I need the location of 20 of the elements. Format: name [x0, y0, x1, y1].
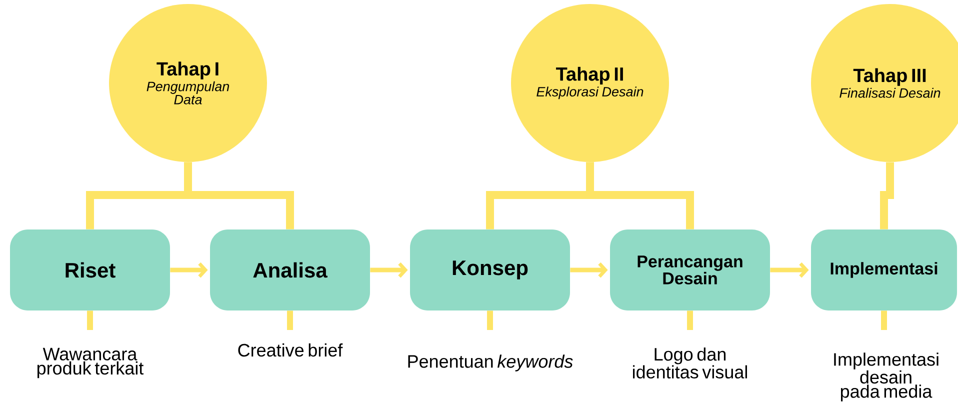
arrow: [370, 262, 408, 278]
arrow: [170, 262, 208, 278]
description-text: Wawancara produk terkait: [37, 348, 144, 378]
connector-line: [881, 310, 887, 330]
connector-line: [687, 310, 693, 330]
connector-line: [487, 310, 493, 330]
description-text: Penentuan keywords: [408, 354, 573, 372]
description-text: Logo dan identitas visual: [633, 348, 747, 378]
process-box: Riset: [10, 230, 170, 310]
description-text: Implementasi desain pada media: [834, 352, 938, 402]
process-box: Konsep: [410, 230, 570, 310]
process-box: Perancangan Desain: [610, 230, 770, 310]
connector-line: [880, 162, 894, 230]
description-text: Creative brief: [238, 343, 343, 357]
arrow: [770, 262, 809, 278]
process-box: Implementasi: [811, 230, 957, 310]
connector-line: [87, 310, 93, 330]
arrow: [570, 262, 608, 278]
connector-line: [287, 310, 293, 330]
process-box: Analisa: [210, 230, 370, 310]
